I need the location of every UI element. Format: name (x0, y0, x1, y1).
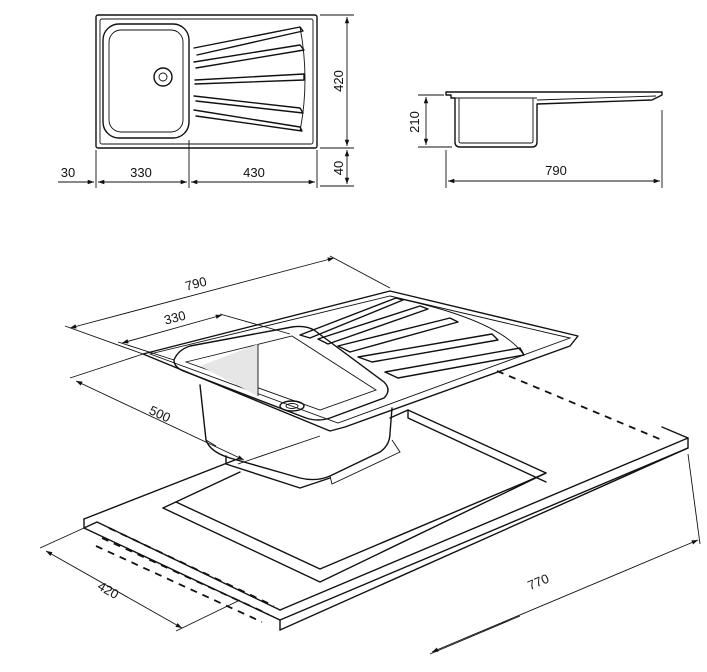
top-view-dim-left-margin: 30 (61, 165, 75, 180)
side-view-dim-length: 790 (545, 163, 567, 178)
top-view-drainer (193, 26, 306, 132)
top-view-drain-inner (158, 72, 168, 82)
iso-dim-cutout-depth: 420 (95, 578, 121, 602)
top-view-bowl (102, 23, 190, 139)
top-view-dim-drainer: 430 (243, 165, 265, 180)
top-view-rim (99, 18, 314, 145)
iso-view: 790 330 500 420 770 (39, 255, 701, 655)
iso-dimensions: 790 330 500 420 770 (39, 255, 701, 655)
iso-dim-cutout-length: 770 (525, 571, 551, 593)
iso-dim-bowl: 330 (162, 308, 187, 328)
top-view-outline (95, 14, 318, 149)
side-view-profile (445, 91, 663, 148)
top-view: 420 40 30 330 430 (58, 14, 354, 188)
top-view-drain-outer (153, 67, 173, 87)
iso-sink-top (142, 290, 579, 432)
top-view-bowl-inner (108, 29, 184, 133)
top-view-dim-bowl: 330 (130, 165, 152, 180)
side-view: 210 790 (407, 91, 663, 188)
iso-countertop (83, 370, 689, 631)
top-view-dim-height: 420 (331, 70, 346, 92)
iso-dim-length: 790 (183, 274, 208, 294)
iso-sink-bowl (173, 325, 389, 421)
top-view-dim-bottom-right: 40 (331, 161, 346, 175)
iso-drainer (299, 297, 525, 379)
iso-dim-width: 500 (147, 403, 173, 426)
side-view-dim-depth: 210 (407, 111, 422, 133)
